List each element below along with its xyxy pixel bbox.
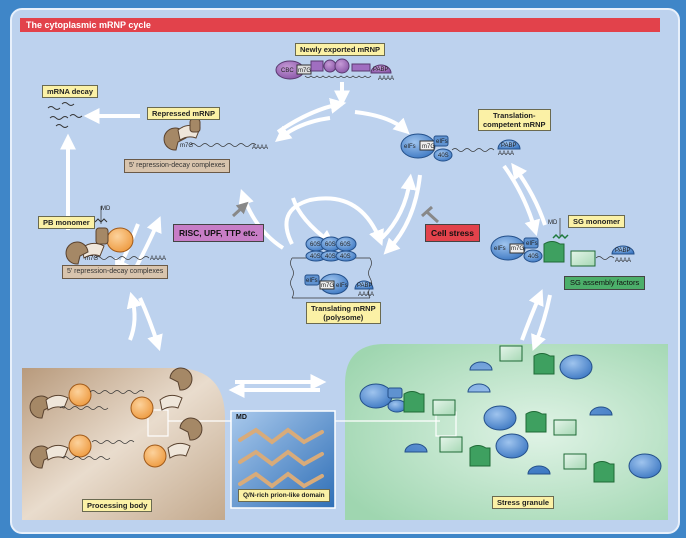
- 40s-text: 40S: [340, 254, 351, 260]
- polya-text: AAAA: [150, 256, 166, 262]
- eifs-text: eIFs: [336, 283, 348, 289]
- m7g-text: m7G: [180, 143, 193, 149]
- label-repressed: Repressed mRNP: [147, 107, 220, 120]
- polya-text: AAAA: [615, 258, 631, 264]
- label-stress-granule: Stress granule: [492, 496, 555, 509]
- m7g-text: m7G: [511, 246, 524, 252]
- md-text: MD: [101, 206, 111, 212]
- eifs-text: eIFs: [526, 241, 538, 247]
- 40s-text: 40S: [325, 254, 336, 260]
- 60s-text: 60S: [325, 242, 336, 248]
- polya-text: AAAA: [252, 145, 268, 151]
- label-translation-competent-line1: Translation-: [493, 111, 536, 120]
- label-mrna-decay: mRNA decay: [42, 85, 98, 98]
- cbc-text: CBC: [281, 68, 294, 74]
- cell-stress-inhibition: [420, 205, 440, 224]
- label-translation-competent: Translation- competent mRNP: [478, 109, 551, 131]
- tag-sg-assembly-factors: SG assembly factors: [564, 276, 646, 290]
- 40s-text: 40S: [438, 153, 449, 159]
- 40s-text: 40S: [528, 254, 539, 260]
- pabp-text: PABP: [357, 283, 373, 289]
- label-translating-line2: (polysome): [323, 313, 364, 322]
- pabp-text: PABP: [615, 248, 631, 254]
- polya-text: AAAA: [498, 151, 514, 157]
- label-prion-domain: Q/N-rich prion-like domain: [238, 489, 330, 502]
- polysome: [290, 236, 374, 299]
- label-repression-complex-bottom: 5' repression-decay complexes: [62, 265, 169, 279]
- decayed-mrna-fragments: [47, 102, 83, 128]
- label-sg-monomer: SG monomer: [568, 215, 626, 228]
- label-pb-monomer: PB monomer: [38, 216, 95, 229]
- stress-granule-complexes: [359, 345, 662, 483]
- eifs-text: eIFs: [306, 278, 318, 284]
- tag-risc-upf-ttp: RISC, UPF, TTP etc.: [173, 224, 264, 242]
- pabp-text: PABP: [373, 67, 389, 73]
- processing-body-region: [22, 368, 225, 520]
- newly-exported-mrnp: [275, 58, 392, 80]
- m7g-text: m7G: [321, 283, 334, 289]
- translation-competent-mrnp: [400, 133, 521, 162]
- title-bar: The cytoplasmic mRNP cycle: [20, 18, 660, 32]
- pb-zoom-box: [147, 409, 169, 437]
- label-processing-body: Processing body: [82, 499, 153, 512]
- m7g-text: m7G: [85, 256, 98, 262]
- risc-activation-arrow: [231, 201, 249, 218]
- label-translation-competent-line2: competent mRNP: [483, 120, 546, 129]
- m7g-text: m7G: [298, 68, 311, 74]
- label-translating-mrnp: Translating mRNP (polysome): [306, 302, 381, 324]
- processing-body-complexes: [29, 367, 203, 469]
- repressed-mrnp: [163, 118, 257, 151]
- label-translating-line1: Translating mRNP: [311, 304, 376, 313]
- sg-monomer-complex: [490, 218, 635, 267]
- label-repression-complex-top: 5' repression-decay complexes: [124, 159, 231, 173]
- eifs-text: eIFs: [436, 139, 448, 145]
- polya-text: AAAA: [378, 76, 394, 82]
- 60s-text: 60S: [310, 242, 321, 248]
- 60s-text: 60S: [340, 242, 351, 248]
- label-newly-exported: Newly exported mRNP: [295, 43, 386, 56]
- tag-cell-stress: Cell stress: [425, 224, 480, 242]
- pb-monomer-complex: [65, 206, 150, 265]
- eifs-text: eIFs: [494, 246, 506, 252]
- stress-granule-region: [345, 344, 668, 520]
- label-prion-md: MD: [236, 414, 247, 421]
- pabp-text: PABP: [501, 143, 517, 149]
- diagram-title: The cytoplasmic mRNP cycle: [26, 20, 151, 30]
- polya-text: AAAA: [358, 292, 374, 298]
- prion-strands: [238, 427, 324, 489]
- 40s-text: 40S: [310, 254, 321, 260]
- m7g-text: m7G: [422, 144, 435, 150]
- eifs-text: eIFs: [404, 144, 416, 150]
- md-text: MD: [548, 220, 558, 226]
